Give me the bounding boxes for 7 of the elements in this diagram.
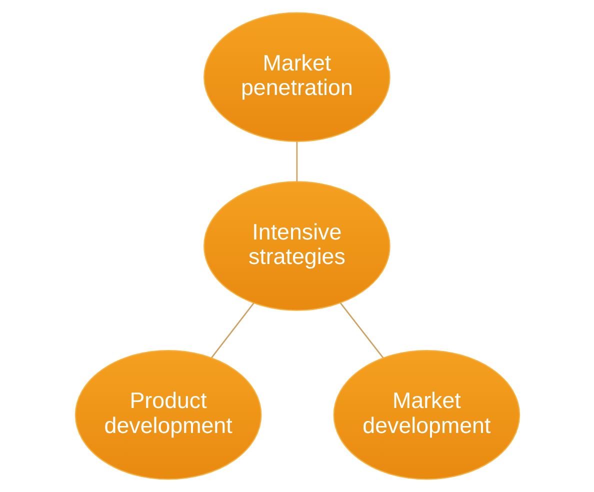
- connector: [210, 302, 254, 358]
- node-ellipse: Market penetration: [203, 12, 390, 142]
- connector: [339, 302, 384, 358]
- node-ellipse: Intensive strategies: [203, 181, 390, 311]
- node-ellipse: Market development: [332, 350, 520, 480]
- node-ellipse: Product development: [74, 350, 262, 480]
- connector: [296, 142, 298, 182]
